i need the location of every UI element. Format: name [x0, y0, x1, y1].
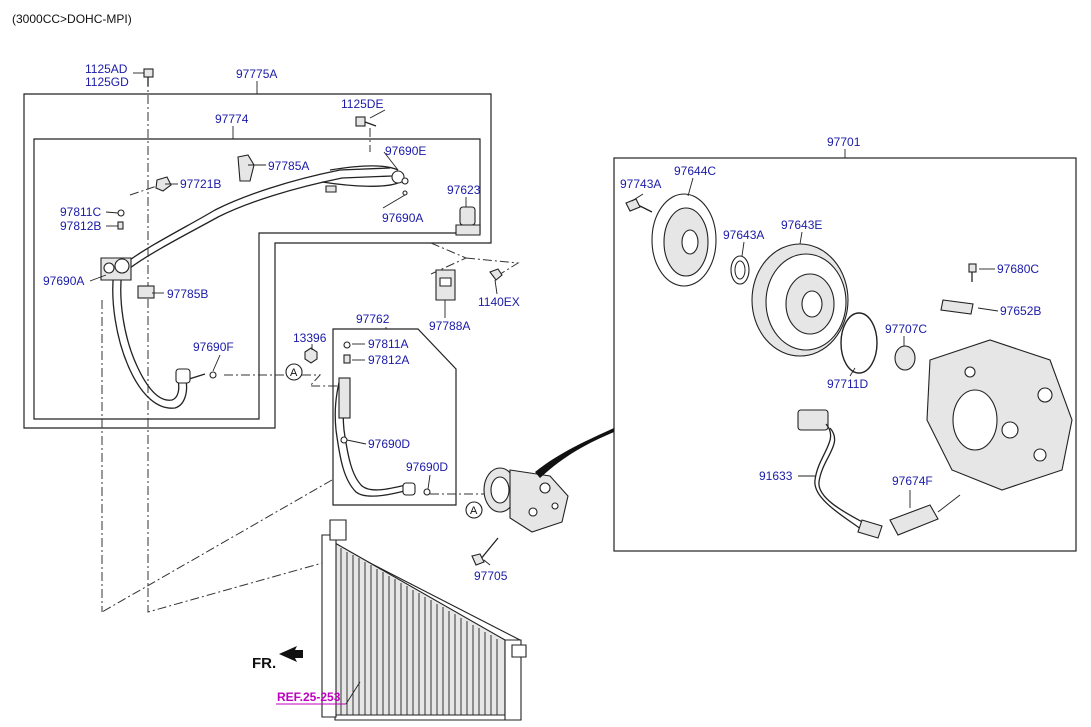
label-97721B: 97721B [180, 177, 221, 191]
label-97775A: 97775A [236, 67, 277, 81]
label-97811C: 97811C [60, 205, 101, 219]
label-97690A-top: 97690A [382, 211, 423, 225]
label-97690F: 97690F [193, 340, 234, 354]
condenser-fins [340, 548, 498, 715]
label-97812B: 97812B [60, 219, 101, 233]
front-indicator: FR. [252, 655, 276, 672]
label-1125DE: 1125DE [341, 97, 383, 111]
label-97690D-2: 97690D [406, 460, 448, 474]
label-97705: 97705 [474, 569, 508, 583]
label-97680C: 97680C [997, 262, 1039, 276]
label-97690D-1: 97690D [368, 437, 410, 451]
label-97785B: 97785B [167, 287, 208, 301]
connector-marker-a-1: A [290, 367, 298, 379]
label-97707C: 97707C [885, 322, 927, 336]
label-97788A: 97788A [429, 319, 470, 333]
label-1140EX: 1140EX [478, 295, 520, 309]
reference-link[interactable]: REF.25-253 [277, 690, 341, 704]
label-13396: 13396 [293, 331, 327, 345]
label-97711D: 97711D [827, 377, 868, 391]
label-97774: 97774 [215, 112, 249, 126]
label-97644C: 97644C [674, 164, 716, 178]
label-97762: 97762 [356, 312, 390, 326]
label-91633: 91633 [759, 469, 793, 483]
engine-spec-text: (3000CC>DOHC-MPI) [12, 12, 132, 26]
label-97701: 97701 [827, 135, 861, 149]
label-1125AD: 1125AD [85, 62, 128, 76]
label-97812A: 97812A [368, 353, 409, 367]
label-97811A: 97811A [368, 337, 408, 351]
box-97775A [23, 93, 492, 429]
label-97643E: 97643E [781, 218, 822, 232]
label-97674F: 97674F [892, 474, 933, 488]
label-97643A: 97643A [723, 228, 764, 242]
label-97652B: 97652B [1000, 304, 1041, 318]
label-1125GD: 1125GD [85, 75, 129, 89]
connector-marker-a-2: A [470, 505, 478, 517]
label-97743A: 97743A [620, 177, 661, 191]
label-97785A: 97785A [268, 159, 309, 173]
label-97623: 97623 [447, 183, 481, 197]
label-97690A-left: 97690A [43, 274, 84, 288]
box-97762 [332, 328, 457, 506]
label-97690E: 97690E [385, 144, 426, 158]
box-97774 [33, 138, 481, 420]
